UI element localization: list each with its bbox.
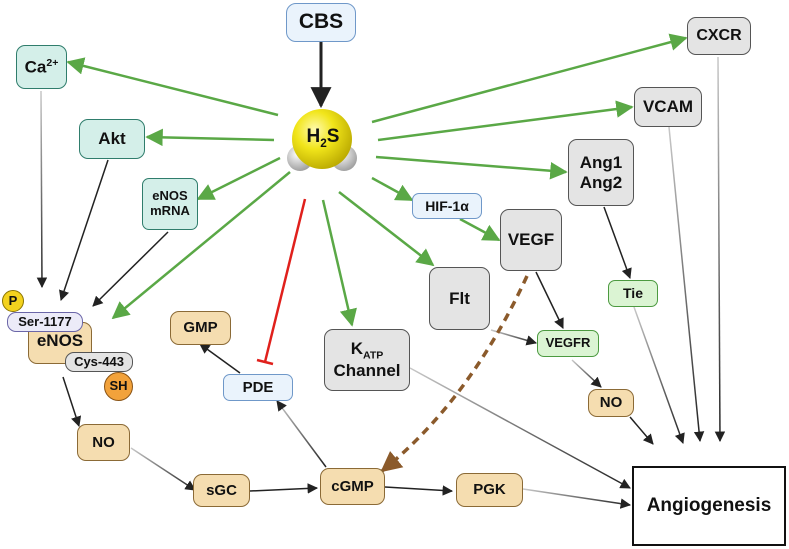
enos-mrna-line1: eNOS — [152, 188, 188, 204]
phosphate-label: P — [8, 292, 18, 308]
arrow-h2s-ang — [375, 155, 568, 180]
h2s-molecule-icon — [287, 109, 357, 171]
cxcr-node: CXCR — [687, 17, 751, 55]
arrow-pgk-angio — [522, 488, 632, 509]
angiogenesis-label: Angiogenesis — [646, 495, 772, 517]
katp-label: KATP — [351, 339, 384, 362]
enos-mrna-line2: mRNA — [150, 203, 190, 218]
cxcr-label: CXCR — [696, 26, 742, 44]
arrow-cxcr-angio — [714, 56, 726, 443]
ser-1177-site: Ser-1177 — [7, 312, 83, 332]
tie-node: Tie — [608, 280, 658, 307]
no-right-label: NO — [599, 394, 623, 412]
arrow-h2s-flt — [338, 191, 435, 267]
arrow-vcam-angio — [668, 126, 705, 443]
sgc-label: sGC — [206, 481, 237, 499]
arrow-katp-angio — [409, 367, 631, 489]
arrow-tie-angio — [633, 306, 685, 444]
katp-subscript: ATP — [363, 349, 384, 362]
angiogenesis-node: Angiogenesis — [632, 466, 786, 546]
cbs-label: CBS — [298, 10, 344, 34]
akt-node: Akt — [79, 119, 145, 159]
phosphate-icon: P — [2, 290, 24, 312]
enos-mrna-node: eNOS mRNA — [142, 178, 198, 230]
arrow-no-sgc — [130, 447, 196, 491]
inhibition-h2s-pde — [256, 198, 307, 366]
calcium-node: Ca2+ — [16, 45, 67, 89]
vegfr-node: VEGFR — [537, 330, 599, 357]
enos-label: eNOS — [36, 331, 84, 351]
ang2-label: Ang2 — [579, 172, 623, 192]
arrow-no-angio — [629, 416, 654, 445]
hif-1a-node: HIF-1α — [412, 193, 482, 219]
cbs-node: CBS — [286, 3, 356, 42]
arrow-sgc-cgmp — [249, 483, 319, 494]
arrow-ang-tie — [603, 206, 632, 279]
arrow-ca-enos — [36, 90, 48, 289]
arrow-hif-vegf — [459, 217, 501, 242]
ser-1177-label: Ser-1177 — [18, 313, 72, 329]
flt-node: Flt — [429, 267, 490, 330]
arrow-h2s-akt — [145, 128, 275, 147]
arrow-pde-gmp — [199, 343, 241, 374]
cys-443-site: Cys-443 — [65, 352, 133, 372]
arrow-h2s-enos-mrna — [196, 156, 281, 201]
arrow-h2s-cxcr — [371, 33, 688, 124]
arrow-h2s-ca — [66, 57, 279, 117]
cgmp-node: cGMP — [320, 468, 385, 505]
arrow-vegfr-no — [571, 359, 602, 388]
arrow-h2s-katp — [321, 199, 357, 327]
arrow-cgmp-pgk — [384, 485, 454, 496]
vegf-label: VEGF — [507, 230, 555, 250]
pgk-label: PGK — [473, 481, 506, 499]
pde-node: PDE — [223, 374, 293, 401]
vcam-label: VCAM — [642, 97, 694, 117]
pgk-node: PGK — [456, 473, 523, 507]
arrow-akt-enos — [59, 159, 109, 301]
h2s-subscript: 2 — [320, 136, 327, 150]
sgc-node: sGC — [193, 474, 250, 507]
thiol-label: SH — [109, 378, 128, 394]
katp-channel-line2: Channel — [333, 361, 401, 381]
akt-label: Akt — [98, 129, 126, 149]
angiopoietin-node: Ang1 Ang2 — [568, 139, 634, 206]
katp-channel-node: KATP Channel — [324, 329, 410, 391]
dashed-arrow-vegf-cgmp — [380, 275, 529, 473]
no-left-label: NO — [92, 433, 115, 451]
arrow-vegf-vegfr — [535, 271, 564, 329]
flt-label: Flt — [449, 288, 470, 308]
ang1-label: Ang1 — [579, 152, 623, 172]
vcam-node: VCAM — [634, 87, 702, 127]
arrow-h2s-hif — [371, 176, 414, 202]
no-right-node: NO — [588, 389, 634, 417]
vegf-node: VEGF — [500, 209, 562, 271]
arrow-cgmp-pde — [276, 400, 327, 468]
katp-main: K — [350, 338, 363, 358]
tie-label: Tie — [623, 285, 643, 302]
arrow-enosmrna-enos — [92, 231, 169, 307]
gmp-label: GMP — [183, 319, 218, 337]
calcium-charge: 2+ — [46, 56, 59, 69]
vegfr-label: VEGFR — [545, 335, 591, 351]
arrow-enos-no — [62, 376, 82, 427]
cys-443-label: Cys-443 — [74, 353, 124, 369]
h2s-tail: S — [326, 126, 340, 147]
arrow-h2s-enos — [111, 171, 291, 320]
thiol-icon: SH — [104, 372, 133, 401]
h2s-main: H — [306, 126, 321, 147]
arrow-h2s-vcam — [377, 100, 634, 142]
cgmp-label: cGMP — [331, 477, 374, 495]
hif-1a-label: HIF-1α — [425, 197, 469, 214]
h2s-label: H2S — [302, 126, 344, 150]
calcium-main: Ca — [24, 57, 47, 77]
pde-label: PDE — [242, 378, 274, 396]
calcium-label: Ca2+ — [25, 57, 59, 77]
gmp-node: GMP — [170, 311, 231, 345]
no-left-node: NO — [77, 424, 130, 461]
